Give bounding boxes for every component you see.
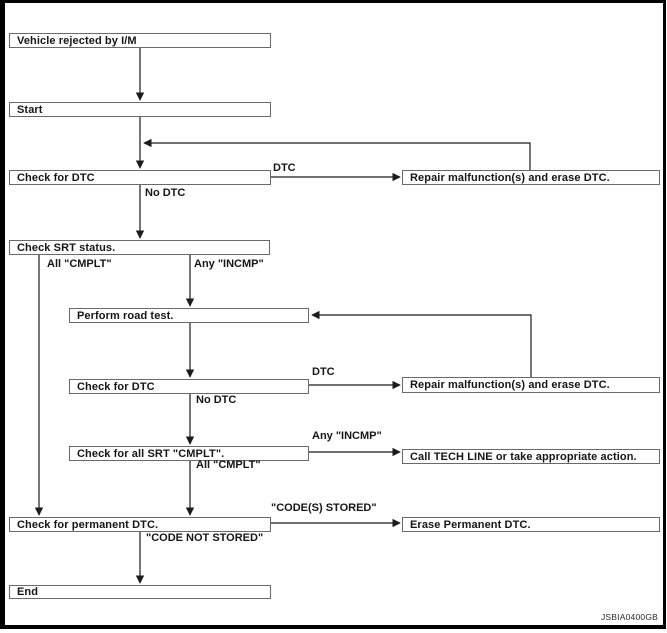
node-repair-2: Repair malfunction(s) and erase DTC. [402, 377, 660, 393]
node-check-dtc-2: Check for DTC [69, 379, 309, 394]
node-vehicle-rejected: Vehicle rejected by I/M [9, 33, 271, 48]
edge-label-dtc-2: DTC [312, 366, 335, 378]
node-check-dtc-1: Check for DTC [9, 170, 271, 185]
node-end: End [9, 585, 271, 599]
edge-label-no-dtc-2: No DTC [196, 394, 237, 406]
edge-label-all-cmplt-2: All "CMPLT" [196, 459, 261, 471]
edge-label-code-not-stored: "CODE NOT STORED" [146, 532, 264, 544]
edge-label-any-incmp-1: Any "INCMP" [194, 258, 264, 270]
node-check-all-srt: Check for all SRT "CMPLT". [69, 446, 309, 461]
edge-label-dtc-1: DTC [273, 162, 296, 174]
edge-repair1-loopback [143, 138, 531, 170]
edge-label-codes-stored: "CODE(S) STORED" [271, 502, 377, 514]
node-repair-1: Repair malfunction(s) and erase DTC. [402, 170, 660, 185]
node-check-srt: Check SRT status. [9, 240, 270, 255]
edge-repair2-loopback [311, 310, 532, 377]
node-check-permanent: Check for permanent DTC. [9, 517, 271, 532]
node-start: Start [9, 102, 271, 117]
node-road-test: Perform road test. [69, 308, 309, 323]
node-call-tech-line: Call TECH LINE or take appropriate actio… [402, 449, 660, 464]
figure-code: JSBIA0400GB [600, 612, 658, 622]
edge-label-no-dtc-1: No DTC [145, 187, 186, 199]
edge-label-all-cmplt-1: All "CMPLT" [47, 258, 112, 270]
edge-label-any-incmp-2: Any "INCMP" [312, 430, 382, 442]
node-erase-permanent: Erase Permanent DTC. [402, 517, 660, 532]
